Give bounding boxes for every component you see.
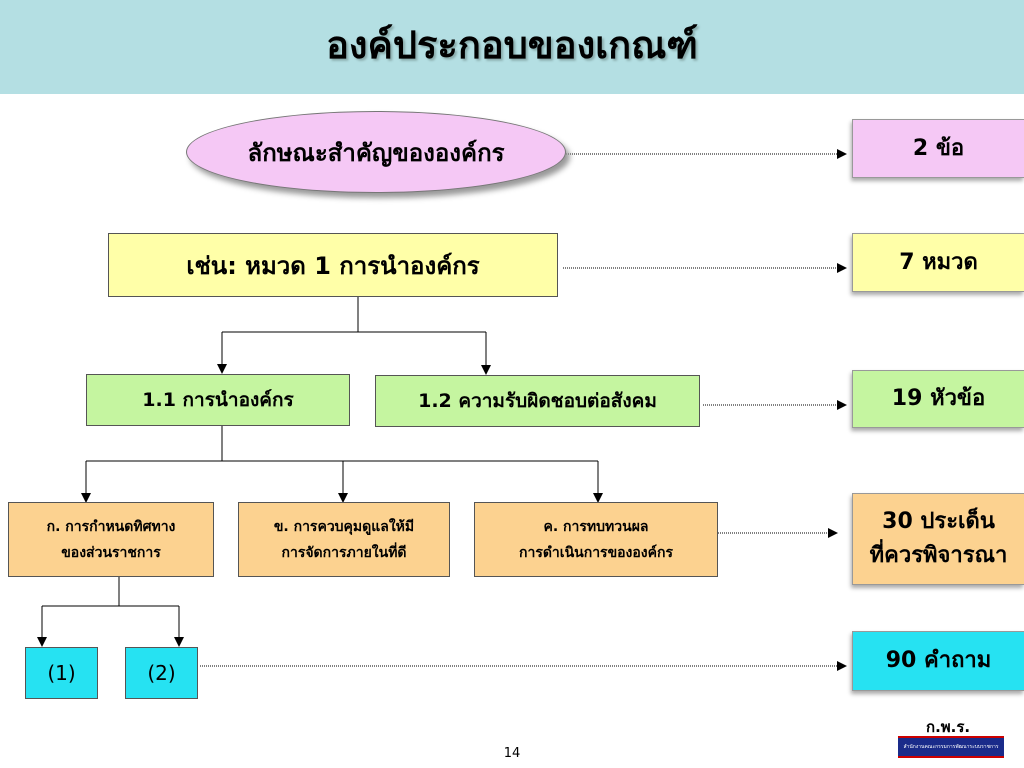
- area-a-box: ก. การกำหนดทิศทาง ของส่วนราชการ: [8, 502, 214, 577]
- org-profile-ellipse: ลักษณะสำคัญขององค์กร: [186, 111, 566, 193]
- question-2-box: (2): [125, 647, 198, 699]
- item-1-1-box: 1.1 การนำองค์กร: [86, 374, 350, 426]
- area-c-line1: ค. การทบทวนผล: [543, 518, 649, 535]
- page-number: 14: [503, 746, 521, 761]
- count-categories: 7 หมวด: [852, 233, 1024, 292]
- count-areas-line2: ที่ควรพิจารณา: [869, 543, 1008, 568]
- category-box: เช่น: หมวด 1 การนำองค์กร: [108, 233, 558, 297]
- area-b-box: ข. การควบคุมดูแลให้มี การจัดการภายในที่ด…: [238, 502, 450, 577]
- area-a-line1: ก. การกำหนดทิศทาง: [46, 518, 176, 535]
- item-1-2-box: 1.2 ความรับผิดชอบต่อสังคม: [375, 375, 700, 427]
- question-1-box: (1): [25, 647, 98, 699]
- count-org-profile: 2 ข้อ: [852, 119, 1024, 178]
- count-areas-line1: 30 ประเด็น: [882, 509, 995, 534]
- count-areas: 30 ประเด็น ที่ควรพิจารณา: [852, 493, 1024, 585]
- title-banner: [0, 0, 1024, 94]
- logo-abbr: ก.พ.ร.: [926, 718, 971, 736]
- area-b-line1: ข. การควบคุมดูแลให้มี: [273, 518, 415, 535]
- area-c-line2: การดำเนินการขององค์กร: [518, 544, 673, 561]
- area-b-line2: การจัดการภายในที่ดี: [281, 544, 407, 561]
- area-a-line2: ของส่วนราชการ: [61, 544, 161, 561]
- logo-bar: สำนักงานคณะกรรมการพัฒนาระบบราชการ: [898, 736, 1004, 758]
- count-questions: 90 คำถาม: [852, 631, 1024, 691]
- page-title: องค์ประกอบของเกณฑ์: [326, 23, 698, 67]
- count-items: 19 หัวข้อ: [852, 370, 1024, 428]
- area-c-box: ค. การทบทวนผล การดำเนินการขององค์กร: [474, 502, 718, 577]
